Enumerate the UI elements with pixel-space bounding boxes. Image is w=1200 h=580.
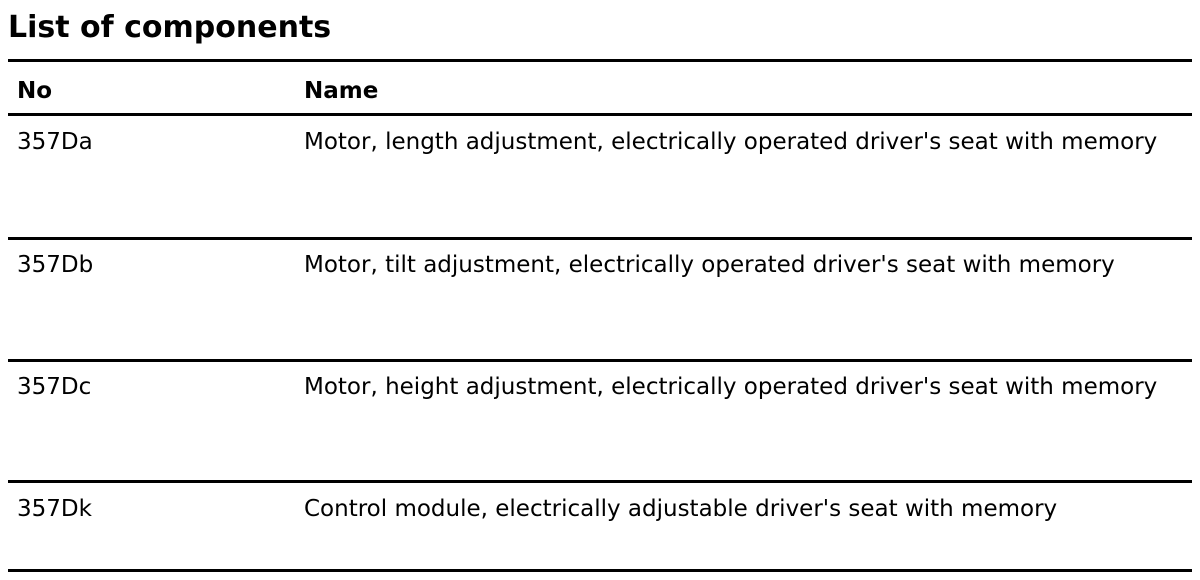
table-bottom-divider [8, 569, 1192, 572]
row-divider [8, 359, 1192, 362]
page-title: List of components [8, 10, 332, 45]
component-name: Control module, electrically adjustable … [304, 496, 1058, 522]
row-divider [8, 480, 1192, 483]
component-name: Motor, tilt adjustment, electrically ope… [304, 252, 1115, 278]
component-number: 357Db [17, 252, 94, 278]
component-number: 357Da [17, 129, 93, 155]
table-top-divider [8, 59, 1192, 62]
component-number: 357Dk [17, 496, 92, 522]
component-name: Motor, length adjustment, electrically o… [304, 129, 1158, 155]
header-divider [8, 113, 1192, 116]
row-divider [8, 237, 1192, 240]
column-header-no: No [17, 78, 53, 104]
column-header-name: Name [304, 78, 379, 104]
component-number: 357Dc [17, 374, 92, 400]
component-name: Motor, height adjustment, electrically o… [304, 374, 1158, 400]
